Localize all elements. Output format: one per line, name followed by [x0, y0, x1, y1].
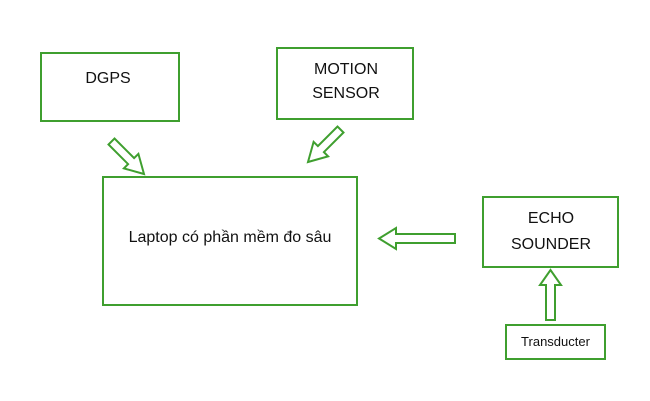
arrow-echo-sounder-to-laptop	[377, 226, 456, 251]
dgps-label: DGPS	[85, 70, 131, 87]
transducter-label: Transducter	[521, 334, 590, 349]
arrow-motion-sensor-to-laptop	[306, 125, 345, 164]
echo-sounder-label: ECHO SOUNDER	[510, 210, 591, 253]
motion-sensor-box	[276, 47, 414, 120]
motion-sensor-label: MOTION SENSOR	[312, 61, 380, 102]
laptop-box	[102, 176, 358, 306]
arrow-dgps-to-laptop	[107, 137, 146, 176]
dgps-box	[40, 52, 180, 122]
laptop-label: Laptop có phần mềm đo sâu	[128, 229, 332, 246]
echo-sounder-box	[482, 196, 619, 268]
arrow-transducter-to-echo-sounder	[538, 268, 563, 321]
transducter-box	[505, 324, 606, 360]
